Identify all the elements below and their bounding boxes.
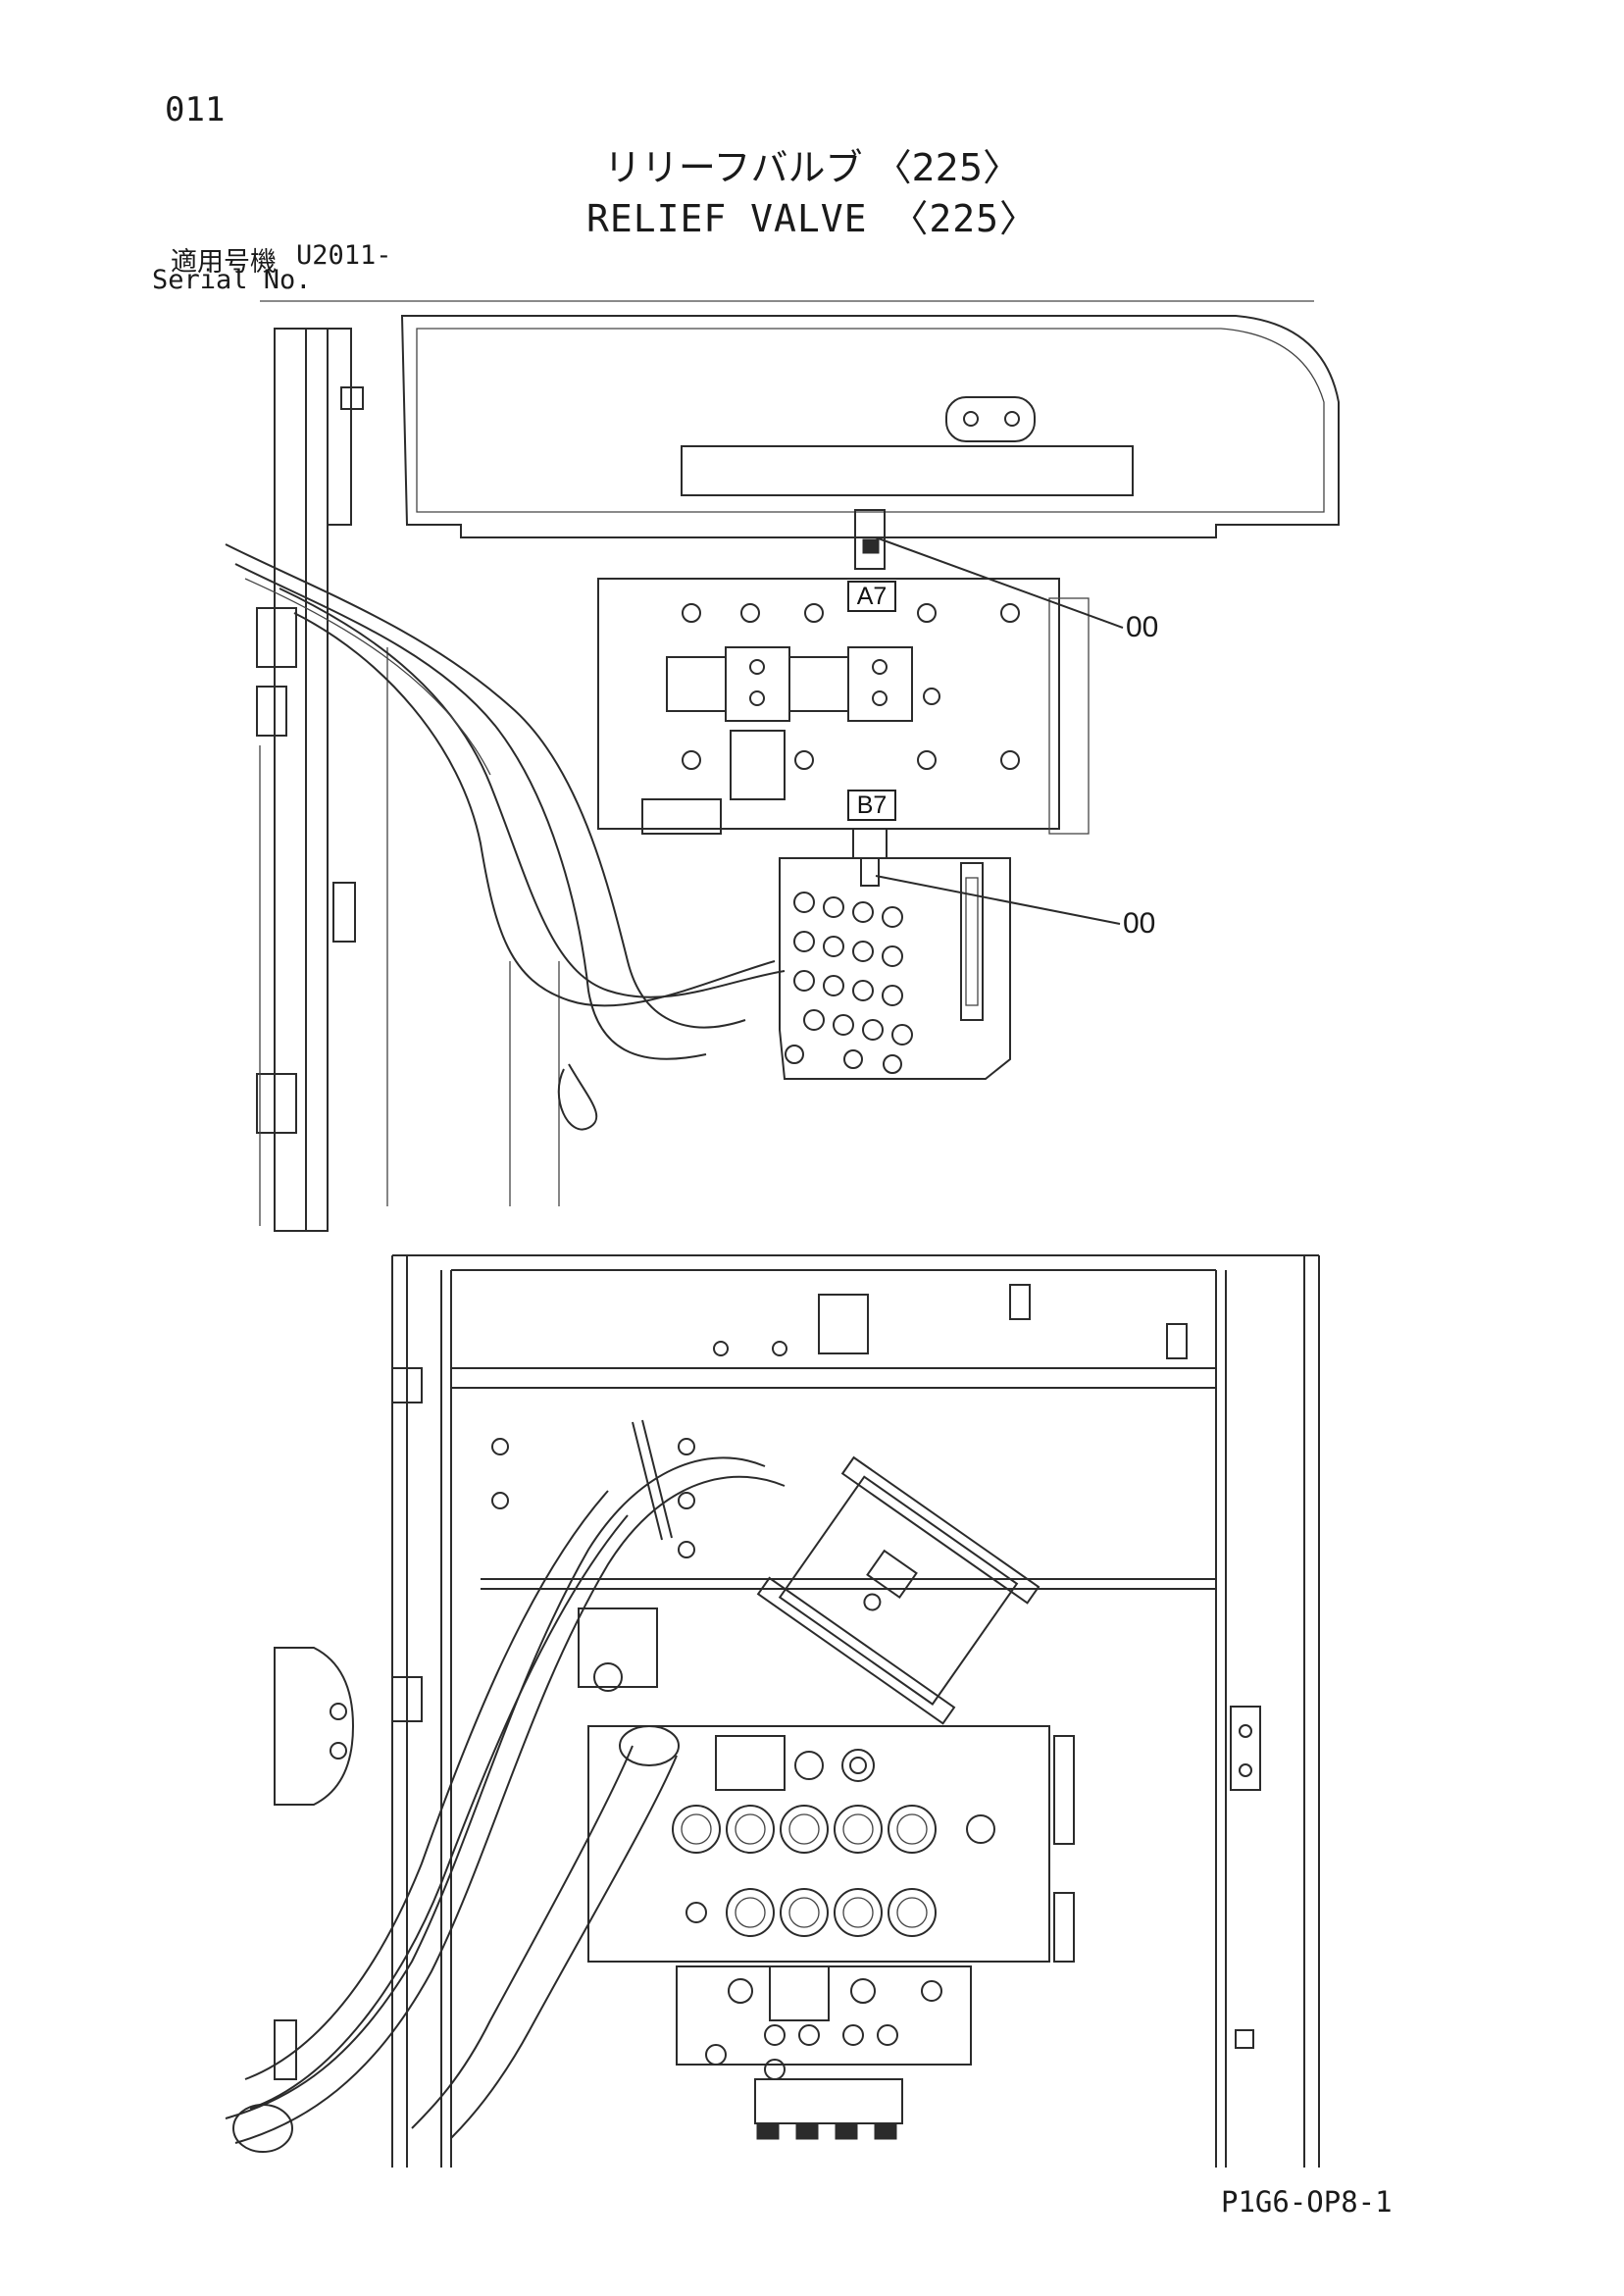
upper-view-drawing [225,300,1340,1232]
callout-top-part-number: 00 [1126,611,1159,643]
serial-value: U2011- [296,240,392,271]
port-tag-b7: B7 [847,790,896,821]
drawing-code: P1G6-OP8-1 [1221,2185,1393,2219]
page-number: 011 [165,90,226,129]
port-tag-a7: A7 [847,581,896,612]
serial-label-japanese: 適用号機 [171,247,277,278]
spool-bores-row-1 [672,1805,995,1854]
callout-bottom-part-number: 00 [1123,907,1156,940]
spool-bores-row-2 [685,1888,937,1937]
lower-view-drawing [225,1254,1320,2168]
page-title-japanese: リリーフバルブ 〈225〉 [603,146,1021,189]
page-title-english: RELIEF VALVE 〈225〉 [585,197,1039,240]
hydraulic-fittings-cluster [785,892,913,1074]
serial-label-english: Serial No. [152,265,312,295]
